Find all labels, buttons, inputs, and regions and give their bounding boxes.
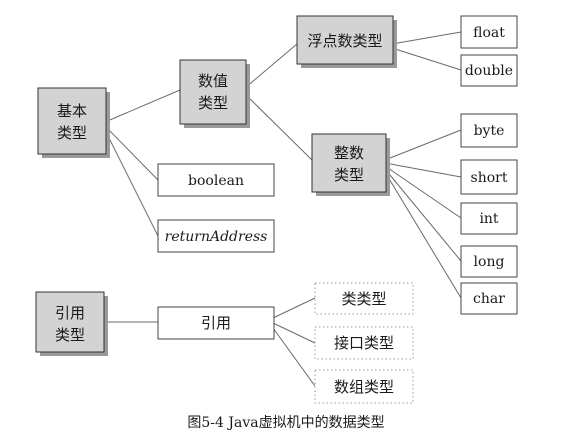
edge-floattype-float <box>391 31 462 45</box>
edge-reference-interface <box>272 322 316 344</box>
node-int: int <box>460 202 518 235</box>
byte-label: byte <box>474 123 505 139</box>
basic-type-line1: 基本 <box>57 102 87 120</box>
edge-basic-returnaddress <box>104 129 159 237</box>
node-interface-type: 接口类型 <box>314 326 414 360</box>
edge-integer-byte <box>384 129 462 161</box>
integer-type-line2: 类型 <box>334 166 364 184</box>
node-numeric-type: 数值 类型 <box>179 59 250 128</box>
node-reference-type: 引用 类型 <box>35 291 108 356</box>
edge-integer-char <box>384 171 462 299</box>
node-short: short <box>460 159 518 195</box>
edge-integer-int <box>384 165 462 219</box>
edge-integer-long <box>384 168 462 262</box>
edge-reference-class <box>272 297 316 319</box>
node-class-type: 类类型 <box>314 282 414 315</box>
float-type-label: 浮点数类型 <box>307 32 382 50</box>
node-return-address: returnAddress <box>157 219 275 253</box>
array-type-label: 数组类型 <box>334 378 394 396</box>
edge-numeric-integer-type <box>244 93 313 161</box>
long-label: long <box>474 254 505 270</box>
figure-caption: 图5-4 Java虚拟机中的数据类型 <box>187 415 384 431</box>
short-label: short <box>471 170 508 186</box>
edge-reference-array <box>272 327 316 387</box>
node-float-type: 浮点数类型 <box>296 15 397 68</box>
reference-type-line2: 类型 <box>55 326 85 344</box>
basic-type-line2: 类型 <box>57 124 87 142</box>
numeric-type-line2: 类型 <box>198 94 228 112</box>
node-reference: 引用 <box>157 306 275 340</box>
reference-label: 引用 <box>201 314 231 332</box>
interface-type-label: 接口类型 <box>334 334 394 352</box>
return-address-label: returnAddress <box>165 229 268 245</box>
double-label: double <box>465 63 513 79</box>
node-boolean: boolean <box>157 163 275 197</box>
node-integer-type: 整数 类型 <box>311 133 390 196</box>
edge-basic-boolean <box>104 125 159 181</box>
node-char: char <box>460 282 518 315</box>
node-basic-type: 基本 类型 <box>37 87 110 158</box>
node-double: double <box>460 54 518 87</box>
node-long: long <box>460 245 518 278</box>
float-label: float <box>473 25 505 41</box>
numeric-type-line1: 数值 <box>198 72 228 90</box>
char-label: char <box>473 291 505 307</box>
boolean-label: boolean <box>188 173 244 189</box>
node-byte: byte <box>460 113 518 148</box>
reference-type-line1: 引用 <box>55 304 85 322</box>
connectors <box>103 31 462 387</box>
edge-floattype-double <box>391 47 462 71</box>
edge-numeric-float-type <box>244 43 298 89</box>
node-float: float <box>460 15 518 49</box>
node-array-type: 数组类型 <box>314 369 414 404</box>
edge-basic-numeric <box>104 89 181 123</box>
integer-type-line1: 整数 <box>334 144 364 162</box>
class-type-label: 类类型 <box>341 290 386 308</box>
int-label: int <box>479 211 498 227</box>
edge-integer-short <box>384 162 462 178</box>
